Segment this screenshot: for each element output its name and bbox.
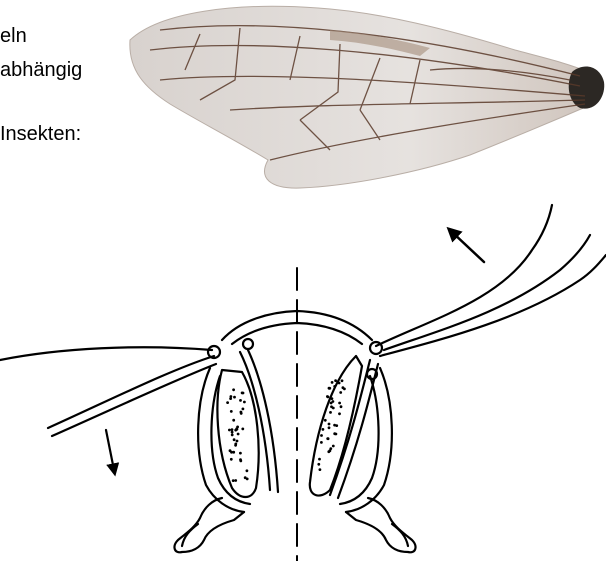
stipple-dot	[338, 402, 341, 405]
stipple-dot	[330, 405, 333, 408]
stipple-dot	[241, 428, 244, 431]
stipple-dot	[239, 458, 242, 461]
right-hinge-outer	[370, 342, 382, 354]
arrow-down	[106, 430, 114, 470]
stipple-dot	[237, 433, 240, 436]
left-pleural-rod-2	[248, 350, 278, 492]
stipple-dot	[335, 433, 338, 436]
stipple-dot	[230, 410, 233, 413]
stipple-dot	[233, 396, 236, 399]
stipple-dot	[333, 424, 336, 427]
stipple-dot	[234, 444, 237, 447]
arrow-up-left	[452, 232, 484, 262]
stipple-dot	[318, 458, 321, 461]
stipple-dot	[327, 437, 330, 440]
stipple-dot	[231, 428, 234, 431]
stipple-dot	[320, 434, 323, 437]
stipple-dot	[332, 445, 335, 448]
stipple-dot	[246, 469, 249, 472]
left-wing-lower-1	[48, 356, 214, 428]
stipple-dot	[317, 463, 320, 466]
right-wing-upper	[376, 205, 552, 346]
left-hinge-inner	[243, 339, 253, 349]
stipple-dot	[233, 438, 236, 441]
stipple-dot	[330, 402, 333, 405]
left-leg	[175, 498, 244, 552]
right-wing-lower-1	[380, 255, 606, 356]
right-leg	[346, 498, 415, 552]
stipple-dot	[232, 419, 235, 422]
stipple-dot	[331, 381, 334, 384]
stipple-dot	[339, 391, 342, 394]
left-wing-upper	[0, 347, 212, 360]
stipple-dot	[320, 441, 323, 444]
stipple-dot	[242, 408, 245, 411]
stipple-dot	[338, 412, 341, 415]
stipple-dot	[331, 397, 334, 400]
left-pleural-rod	[240, 352, 270, 490]
stipple-dot	[327, 450, 330, 453]
stipple-dot	[322, 428, 325, 431]
stipple-dot	[342, 386, 345, 389]
stipple-dot	[242, 392, 245, 395]
stipple-dot	[239, 399, 242, 402]
stipple-dot	[334, 379, 337, 382]
stipple-dot	[232, 451, 235, 454]
stipple-dot	[240, 411, 243, 414]
stipple-dot	[234, 479, 237, 482]
stipple-dot	[328, 423, 331, 426]
stipple-dot	[230, 458, 233, 461]
left-wing-lower-2	[52, 364, 216, 436]
stipple-dot	[234, 429, 237, 432]
stipple-dot	[341, 379, 344, 382]
stipple-dot	[319, 468, 322, 471]
stipple-dot	[333, 385, 336, 388]
stipple-dot	[329, 411, 332, 414]
stipple-dot	[229, 397, 232, 400]
stipple-dot	[231, 431, 234, 434]
stipple-dot	[239, 452, 242, 455]
thorax-cross-section	[0, 205, 606, 561]
stipple-dot	[324, 419, 327, 422]
stipple-dot	[228, 429, 231, 432]
stipple-dot	[244, 476, 247, 479]
stipple-dot	[226, 401, 229, 404]
stipple-dot	[338, 382, 341, 385]
stipple-dot	[328, 426, 331, 429]
stipple-dot	[340, 405, 343, 408]
stipple-dot	[236, 440, 239, 443]
wing-base	[569, 67, 605, 109]
muscle-stipple	[226, 379, 346, 482]
right-body-wall	[346, 368, 392, 512]
stipple-dot	[231, 434, 234, 437]
stipple-dot	[232, 479, 235, 482]
stipple-dot	[243, 401, 246, 404]
stipple-dot	[326, 395, 329, 398]
wing-photo	[130, 6, 604, 188]
stipple-dot	[328, 387, 331, 390]
stipple-dot	[232, 388, 235, 391]
